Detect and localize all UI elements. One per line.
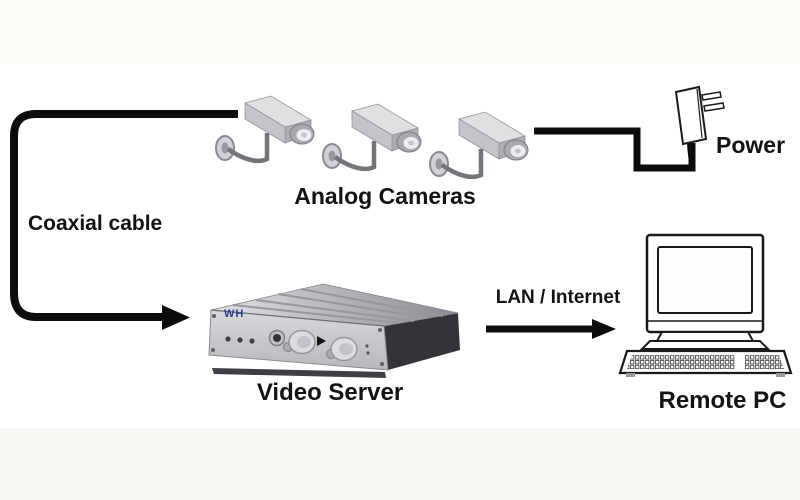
label-power: Power [716,132,786,158]
video-server-bnc-connector-2 [326,336,358,362]
lan-arrow-head [592,319,616,339]
video-server-base [212,368,386,378]
analog-camera-2 [323,104,421,169]
video-server-leds [225,336,255,344]
video-server-side-face [384,313,460,370]
label-analog-cameras: Analog Cameras [294,183,476,209]
label-video-server: Video Server [256,379,404,406]
coaxial-cable-line [10,110,238,321]
power-cable-line [534,127,696,172]
label-coaxial-cable: Coaxial cable [28,212,163,235]
monitor-neck [655,331,755,342]
video-server-top-ridges [232,288,444,324]
power-adapter-edge [696,88,703,139]
video-server [208,283,460,378]
video-server-logo: WH [224,308,245,320]
power-adapter [674,85,725,167]
coaxial-cable-arrowhead [162,305,190,330]
video-server-panel-seam [210,309,385,327]
keyboard-foot-left [626,373,635,377]
video-server-screws [211,314,384,366]
label-lan-internet: LAN / Internet [495,287,621,308]
keyboard-key-gap [735,354,745,370]
power-plug-prong-2 [703,102,725,112]
keyboard-foot-right [776,373,785,377]
monitor-screen [657,246,753,314]
analog-camera-3 [430,112,528,177]
keyboard-keys [627,355,784,369]
video-server-arrow-marker [317,336,326,346]
video-server-bnc-connector-1 [283,329,316,355]
label-remote-pc: Remote PC [658,387,787,414]
power-plug-prong-1 [701,91,722,101]
bottom-band [0,428,800,500]
video-server-round-connector-core [273,334,281,342]
top-band [0,0,800,64]
monitor-base [639,340,771,350]
analog-camera-1 [216,96,314,161]
video-server-right-dots [365,344,370,355]
remote-pc [618,233,793,377]
power-adapter-cable [687,140,695,167]
